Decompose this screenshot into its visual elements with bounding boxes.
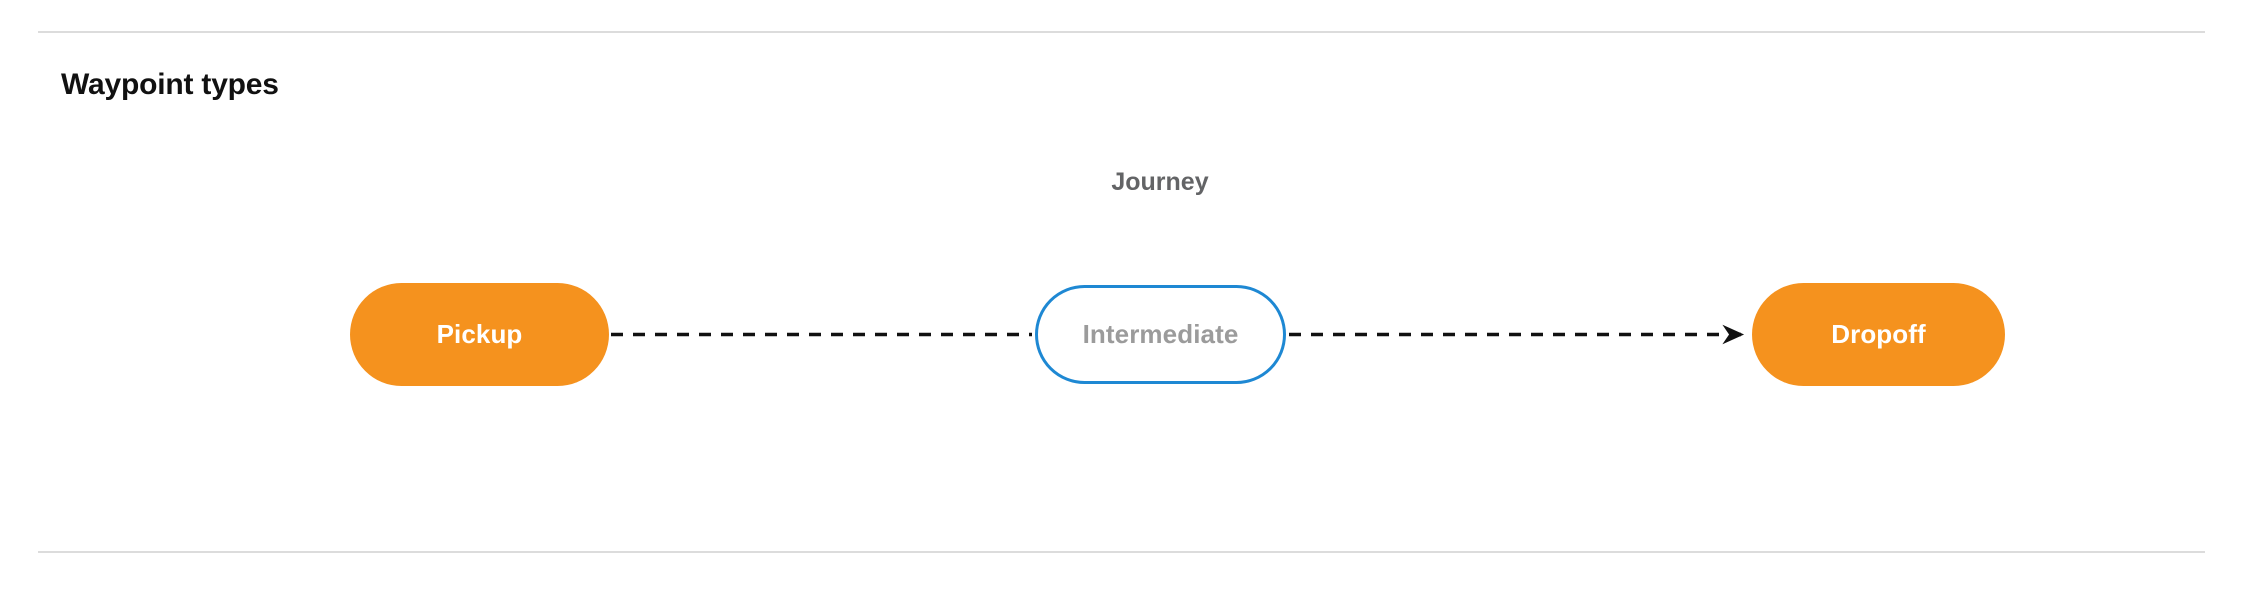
section-divider-bottom (38, 551, 2205, 553)
page-title: Waypoint types (61, 68, 279, 101)
waypoint-node-dropoff[interactable]: Dropoff (1752, 283, 2005, 386)
journey-group-label: Journey (1111, 168, 1209, 196)
waypoint-node-intermediate[interactable]: Intermediate (1035, 285, 1286, 384)
section-divider-top (38, 31, 2205, 33)
waypoint-node-pickup[interactable]: Pickup (350, 283, 609, 386)
